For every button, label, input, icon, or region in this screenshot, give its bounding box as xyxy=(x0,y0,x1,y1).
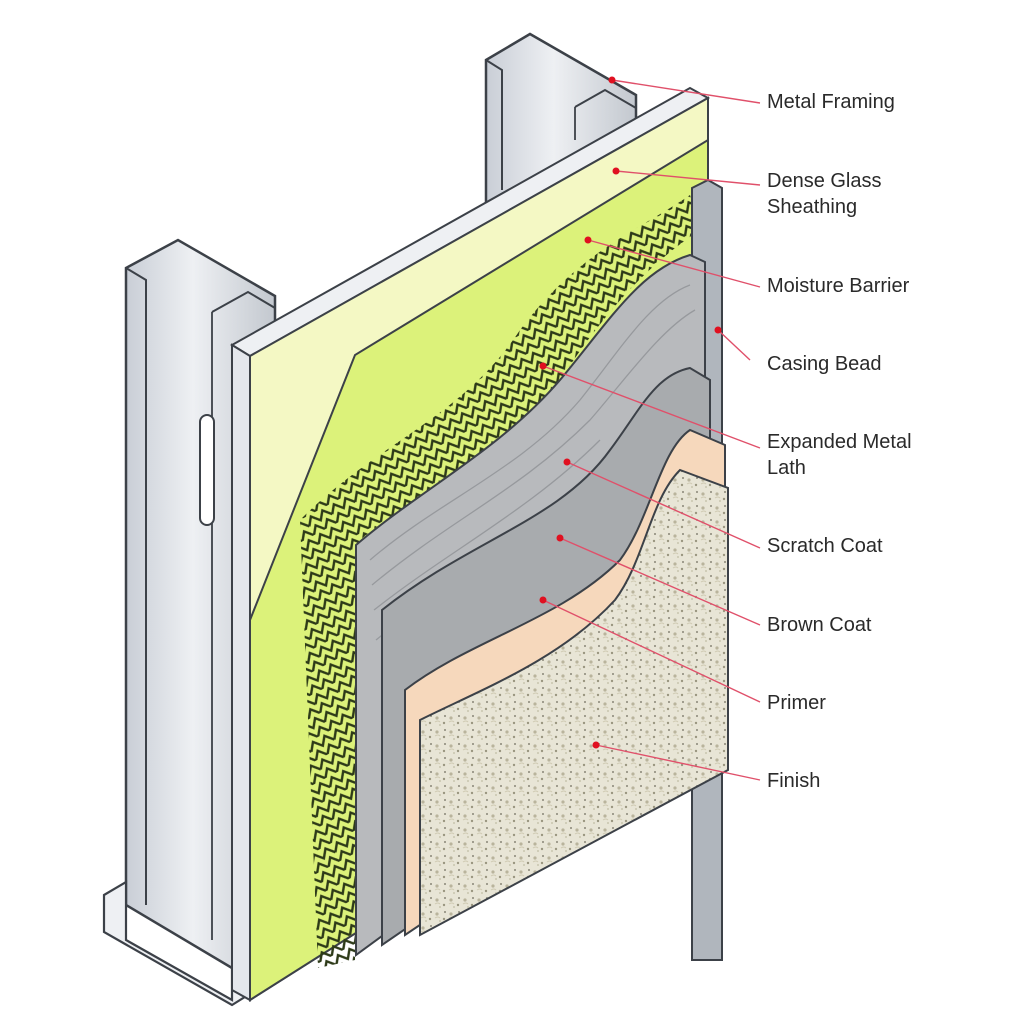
leader-line-metal-framing xyxy=(611,79,761,104)
label-primer: Primer xyxy=(767,692,826,714)
leader-lines xyxy=(539,76,761,781)
leader-dot-expanded-metal-lath xyxy=(539,362,547,370)
leader-line-scratch-coat xyxy=(566,461,761,549)
leader-dot-finish xyxy=(592,741,600,749)
leader-line-finish xyxy=(595,744,761,781)
leader-line-moisture-barrier xyxy=(587,239,761,288)
leader-dot-moisture-barrier xyxy=(584,236,592,244)
leader-line-dense-glass-sheathing xyxy=(615,170,761,186)
leader-dot-scratch-coat xyxy=(563,458,571,466)
label-scratch-coat: Scratch Coat xyxy=(767,535,883,557)
leader-dot-brown-coat xyxy=(556,534,564,542)
finish-layer xyxy=(419,468,729,937)
leader-dot-metal-framing xyxy=(608,76,616,84)
label-finish: Finish xyxy=(767,770,821,792)
leader-line-brown-coat xyxy=(559,537,761,626)
label-casing-bead: Casing Bead xyxy=(767,353,882,375)
leader-line-expanded-metal-lath xyxy=(542,365,761,449)
label-metal-framing: Metal Framing xyxy=(767,91,895,113)
label-moisture-barrier: Moisture Barrier xyxy=(767,275,910,297)
leader-line-casing-bead xyxy=(717,329,751,361)
label-expanded-metal-lath: Expanded Metal Lath xyxy=(767,431,912,479)
leader-dot-primer xyxy=(539,596,547,604)
leader-dot-casing-bead xyxy=(714,326,722,334)
leader-line-primer xyxy=(542,599,761,703)
leader-dot-dense-glass-sheathing xyxy=(612,167,620,175)
label-brown-coat: Brown Coat xyxy=(767,614,872,636)
label-dense-glass-sheathing: Dense Glass Sheathing xyxy=(767,170,882,218)
